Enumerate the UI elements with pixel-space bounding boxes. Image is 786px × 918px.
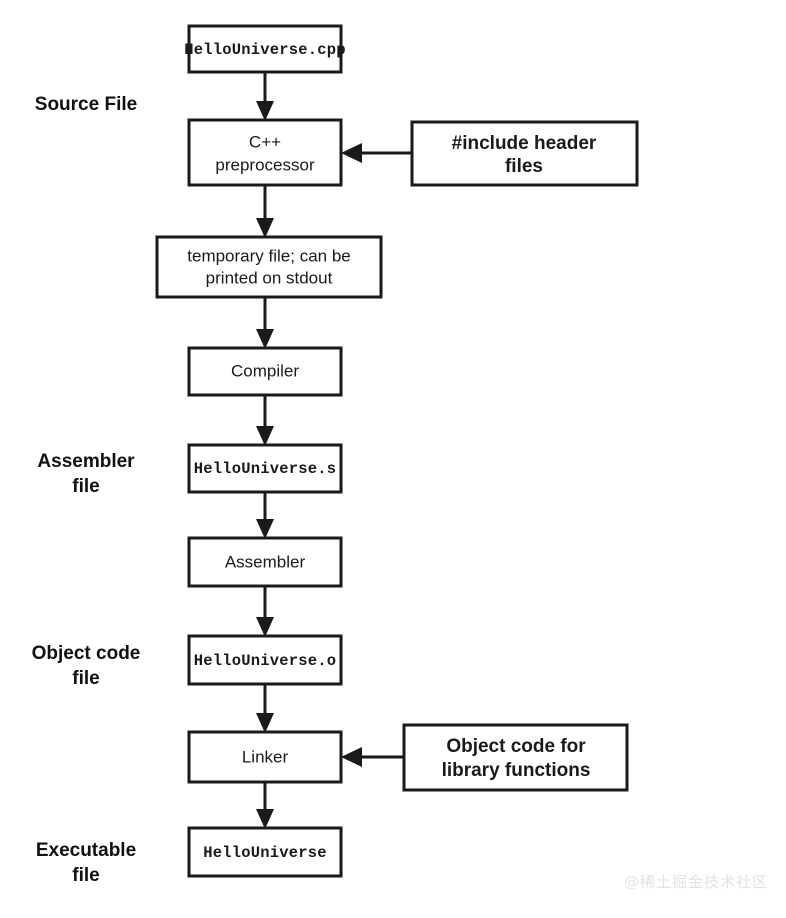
node-cpp-preprocessor-line1: C++ [249,132,281,151]
node-hellouniverse-o[interactable]: HelloUniverse.o [187,634,343,686]
node-temporary-file[interactable]: temporary file; can be printed on stdout [155,235,383,299]
node-hellouniverse-o-label: HelloUniverse.o [194,652,337,670]
node-assembler[interactable]: Assembler [187,536,343,588]
node-include-header-files-line2: files [505,156,543,177]
edge-preprocessor-to-tempfile [256,185,274,238]
node-temporary-file-line2: printed on stdout [206,268,333,287]
node-hellouniverse-s[interactable]: HelloUniverse.s [187,443,343,494]
edge-library-to-linker [341,747,404,767]
node-object-code-library-line2: library functions [442,760,591,781]
node-include-header-files[interactable]: #include header files [410,120,639,187]
node-compiler[interactable]: Compiler [187,346,343,397]
stage-label-executable-file-line2: file [72,865,99,886]
node-hellouniverse-executable[interactable]: HelloUniverse [187,826,343,878]
edge-assembly-to-assembler [256,492,274,539]
edge-include-to-preprocessor [341,143,412,163]
node-hellouniverse-s-label: HelloUniverse.s [194,460,337,478]
node-hellouniverse-cpp[interactable]: HelloUniverse.cpp [184,24,346,74]
node-cpp-preprocessor-line2: preprocessor [215,155,315,174]
node-linker-label: Linker [242,747,289,766]
stage-label-object-code-file-line2: file [72,668,99,689]
stage-label-assembler-file-line2: file [72,476,99,497]
edge-cpp-to-preprocessor [256,72,274,121]
node-include-header-files-line1: #include header [452,133,597,154]
node-object-code-library-line1: Object code for [446,736,586,757]
edge-object-to-linker [256,684,274,733]
edge-linker-to-executable [256,782,274,829]
edge-assembler-to-object [256,586,274,637]
stage-label-source-file: Source File [35,94,137,115]
node-hellouniverse-executable-label: HelloUniverse [203,844,327,862]
node-hellouniverse-cpp-label: HelloUniverse.cpp [184,41,346,59]
stage-label-executable-file-line1: Executable [36,840,136,861]
edge-compiler-to-assembly [256,395,274,446]
node-cpp-preprocessor[interactable]: C++ preprocessor [187,118,343,187]
node-temporary-file-line1: temporary file; can be [187,246,350,265]
edge-tempfile-to-compiler [256,297,274,349]
stage-label-assembler-file-line1: Assembler [37,451,135,472]
stage-label-object-code-file-line1: Object code [32,643,141,664]
site-watermark: @稀土掘金技术社区 [623,873,768,891]
node-object-code-library[interactable]: Object code for library functions [402,723,629,792]
node-linker[interactable]: Linker [187,730,343,784]
node-compiler-label: Compiler [231,361,299,380]
node-assembler-label: Assembler [225,552,306,571]
